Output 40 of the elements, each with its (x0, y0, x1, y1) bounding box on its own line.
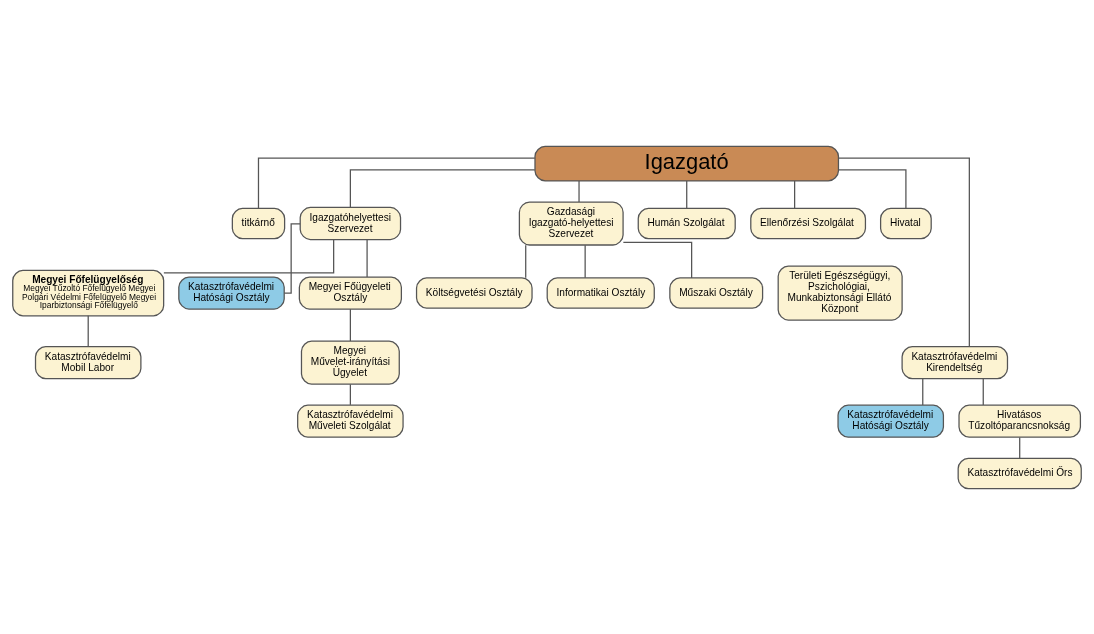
connector (525, 244, 527, 278)
connector (349, 383, 351, 405)
connector (163, 238, 335, 273)
node-box: Katasztrófavédelmi Kirendeltség (901, 345, 1009, 379)
connector (257, 157, 536, 209)
node-box: Katasztrófavédelmi Hatósági Osztály (178, 275, 285, 310)
connector (349, 308, 351, 342)
connector (838, 157, 970, 347)
node-box: Hivatásos Tűzoltóparancsnokság (958, 404, 1082, 438)
connector (982, 377, 984, 406)
node-box: Gazdasági Igazgató-helyettesi Szervezet (518, 200, 624, 246)
connector (283, 222, 301, 294)
node-box: Ellenőrzési Szolgálat (750, 207, 867, 239)
node-box: titkárnő (231, 207, 286, 239)
node-box: Informatikai Osztály (546, 276, 655, 309)
connector (584, 244, 586, 278)
node-box: Területi Egészségügyi, Pszichológiai, Munkabiztonsági Ellátó Központ (777, 264, 903, 321)
node-box: Humán Szolgálat (637, 207, 736, 239)
node-box: Katasztrófavédelmi Mobil Labor (34, 345, 142, 379)
connector (622, 241, 693, 278)
connector (366, 238, 368, 278)
connector (87, 314, 89, 347)
connector (1019, 436, 1021, 459)
node-box: Műszaki Osztály (669, 276, 764, 309)
connector (686, 179, 688, 209)
node-box: Hivatal (880, 207, 932, 239)
node-box: Megyei Főfelügyelőség Megyei Tűzoltó Főfelügyelő Megyei Polgári Védelmi Főfelügyelő Megyei Iparbiztonsági Főfelügyelő (12, 269, 165, 316)
connector (794, 179, 796, 209)
node-box: Katasztrófavédelmi Műveleti Szolgálat (297, 404, 404, 438)
node-box: Megyei Művelet-irányítási Ügyelet (300, 339, 400, 385)
node-box: Katasztrófavédelmi Őrs (957, 457, 1082, 489)
node-box: Megyei Főügyeleti Osztály (298, 275, 402, 310)
node-box: Igazgató (534, 145, 840, 182)
connector (838, 168, 907, 209)
connector (922, 377, 924, 406)
node-box: Költségvetési Osztály (415, 276, 533, 309)
node-box: Igazgatóhelyettesi Szervezet (299, 206, 402, 240)
node-box: Katasztrófavédelmi Hatósági Osztály (837, 404, 945, 438)
connector (349, 168, 536, 208)
connector (578, 179, 580, 203)
